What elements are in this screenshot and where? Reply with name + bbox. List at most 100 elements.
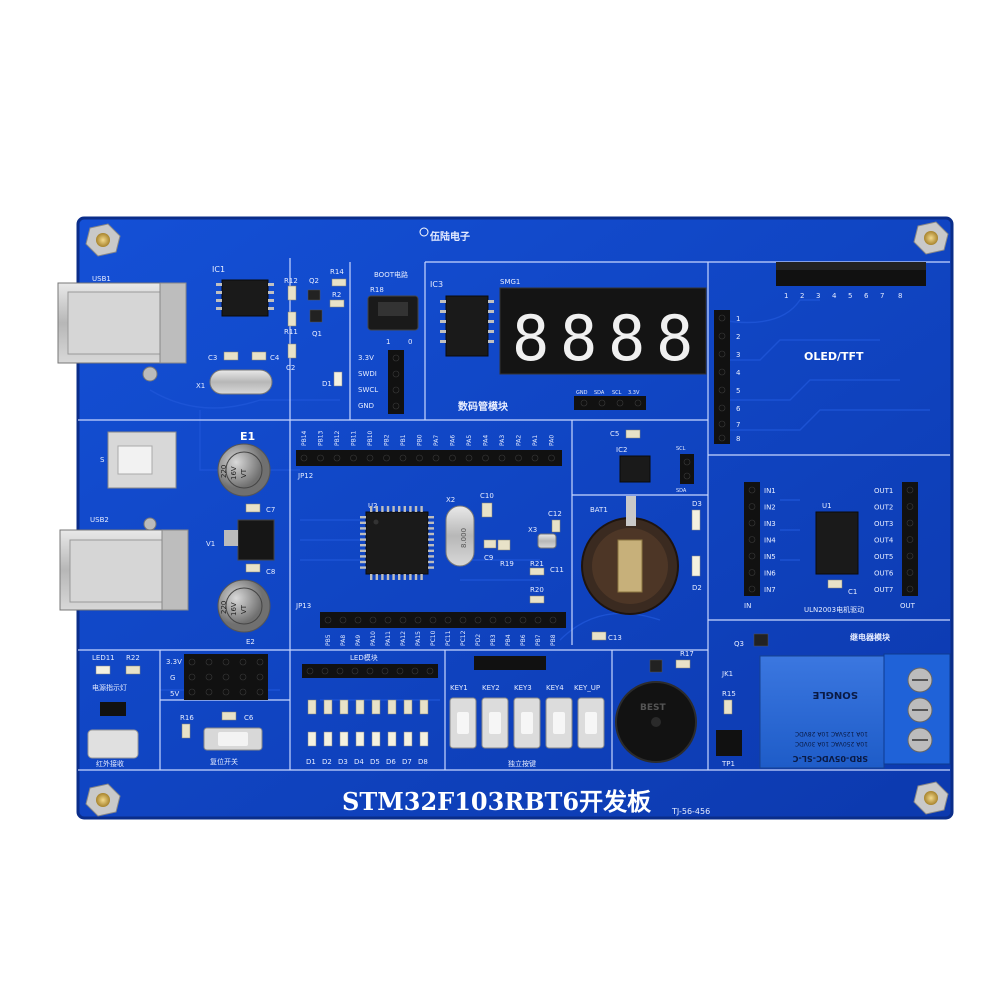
led-header-pin[interactable] xyxy=(336,667,344,675)
tp1-testpoint[interactable] xyxy=(716,730,742,756)
in-pin[interactable] xyxy=(748,503,756,510)
jp12-pin[interactable] xyxy=(432,454,440,462)
rail-pin[interactable] xyxy=(256,688,264,696)
in-pin[interactable] xyxy=(748,536,756,543)
in-pin-label: IN3 xyxy=(764,520,776,528)
usb1-connector[interactable] xyxy=(57,282,187,382)
jp13-pin[interactable] xyxy=(399,616,407,624)
screw-terminal[interactable] xyxy=(883,653,951,765)
r2-resistor xyxy=(329,299,345,308)
key-buttons[interactable] xyxy=(449,697,605,749)
reset-button[interactable] xyxy=(203,727,263,751)
led-header-pin[interactable] xyxy=(426,667,434,675)
jp13-pin[interactable] xyxy=(414,616,422,624)
jp13-pin[interactable] xyxy=(534,616,542,624)
jp13-pin[interactable] xyxy=(429,616,437,624)
jp12-header[interactable] xyxy=(296,450,562,466)
out-pin[interactable] xyxy=(906,536,914,543)
led-header-pin[interactable] xyxy=(366,667,374,675)
jp13-pin[interactable] xyxy=(444,616,452,624)
rail-pin[interactable] xyxy=(239,688,247,696)
rail-pin[interactable] xyxy=(188,688,196,696)
in-pin[interactable] xyxy=(748,519,756,527)
jp12-pin[interactable] xyxy=(333,454,341,462)
jp12-pin[interactable] xyxy=(531,454,539,462)
led-header-pin[interactable] xyxy=(321,667,329,675)
rail-pin[interactable] xyxy=(205,688,213,696)
out-pin[interactable] xyxy=(906,569,914,576)
rail-pin[interactable] xyxy=(222,673,230,681)
led-header-pin[interactable] xyxy=(381,667,389,675)
led-header-pin[interactable] xyxy=(306,667,314,675)
jp13-pin[interactable] xyxy=(369,616,377,624)
key-cap[interactable] xyxy=(457,712,469,734)
led-header-pin[interactable] xyxy=(351,667,359,675)
jp13-pin[interactable] xyxy=(489,616,497,624)
jp13-pin[interactable] xyxy=(549,616,557,624)
oled-top-header[interactable] xyxy=(776,262,926,286)
jp13-pin[interactable] xyxy=(324,616,332,624)
jp12-pin[interactable] xyxy=(350,454,357,462)
rail-pin[interactable] xyxy=(222,688,230,696)
jp12-pin[interactable] xyxy=(366,454,374,462)
jp12-pin[interactable] xyxy=(482,454,489,462)
in-header[interactable] xyxy=(744,482,760,596)
out-pin[interactable] xyxy=(906,519,914,527)
jp12-pin-label: PA4 xyxy=(483,435,490,446)
rail-pin[interactable] xyxy=(188,658,196,666)
rail-pin[interactable] xyxy=(205,673,213,681)
out-pin[interactable] xyxy=(906,552,914,560)
jp12-pin[interactable] xyxy=(300,454,308,462)
power-rail-header[interactable] xyxy=(184,654,268,700)
jp13-pin[interactable] xyxy=(474,616,482,624)
jp12-pin[interactable] xyxy=(515,454,522,462)
jp13-pin[interactable] xyxy=(519,616,527,624)
rail-pin[interactable] xyxy=(256,673,264,681)
in-pin[interactable] xyxy=(748,552,756,560)
jp12-pin[interactable] xyxy=(465,454,473,462)
jp12-pin[interactable] xyxy=(399,454,407,462)
i2c-header[interactable] xyxy=(574,396,646,410)
svg-text:5: 5 xyxy=(736,387,740,395)
key-cap[interactable] xyxy=(521,712,533,734)
rail-pin[interactable] xyxy=(188,673,196,681)
key-cap[interactable] xyxy=(553,712,565,734)
jp12-pin[interactable] xyxy=(317,454,324,462)
jp12-pin[interactable] xyxy=(498,454,506,462)
jp13-pin[interactable] xyxy=(354,616,362,624)
jp13-pin[interactable] xyxy=(459,616,467,624)
out-pin[interactable] xyxy=(906,585,914,593)
power-switch[interactable] xyxy=(107,431,177,489)
usb2-connector[interactable] xyxy=(59,517,189,611)
out-pin-label: OUT7 xyxy=(874,586,893,594)
swd-header[interactable] xyxy=(388,350,404,414)
led-header-pin[interactable] xyxy=(411,667,419,675)
jp13-pin[interactable] xyxy=(384,616,392,624)
svg-text:6: 6 xyxy=(736,405,741,413)
out-header[interactable] xyxy=(902,482,918,596)
led-module-header[interactable] xyxy=(302,664,438,678)
key-cap[interactable] xyxy=(585,712,597,734)
rail-pin[interactable] xyxy=(239,673,247,681)
jp12-pin[interactable] xyxy=(548,454,555,462)
jp13-pin[interactable] xyxy=(339,616,347,624)
rail-pin[interactable] xyxy=(222,658,230,666)
i2c-eeprom-header[interactable] xyxy=(680,454,694,484)
jp12-pin[interactable] xyxy=(383,454,390,462)
jp13-header[interactable] xyxy=(320,612,566,628)
in-pin[interactable] xyxy=(748,569,756,576)
rail-pin[interactable] xyxy=(239,658,247,666)
jp12-pin[interactable] xyxy=(416,454,423,462)
in-pin[interactable] xyxy=(748,585,756,593)
out-pin[interactable] xyxy=(906,503,914,510)
in-pin[interactable] xyxy=(748,486,756,494)
led-header-pin[interactable] xyxy=(396,667,404,675)
key-cap[interactable] xyxy=(489,712,501,734)
key-header[interactable] xyxy=(474,656,546,670)
rail-pin[interactable] xyxy=(256,658,264,666)
jp13-pin[interactable] xyxy=(504,616,512,624)
oled-side-header[interactable] xyxy=(714,310,730,444)
jp12-pin[interactable] xyxy=(449,454,456,462)
rail-pin[interactable] xyxy=(205,658,213,666)
out-pin[interactable] xyxy=(906,486,914,494)
